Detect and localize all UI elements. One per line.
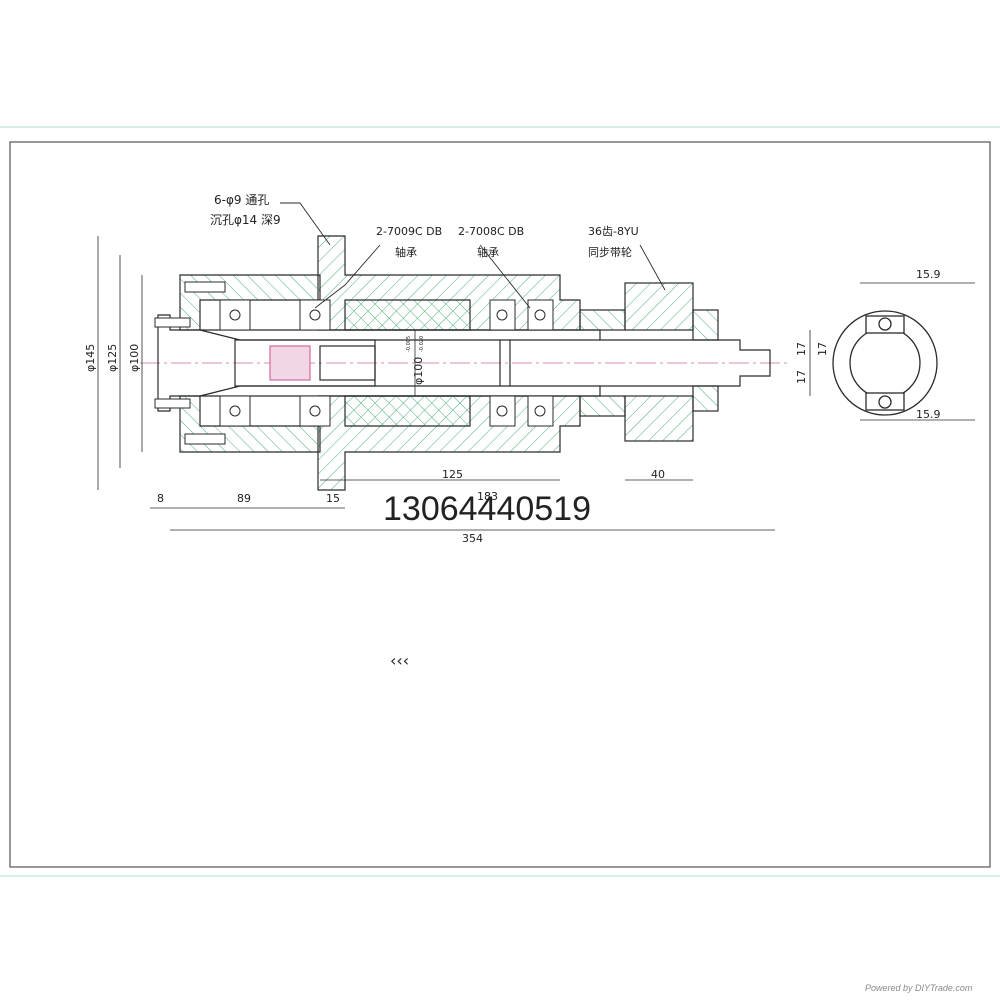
hole-note-line2: 沉孔φ14 深9 — [210, 213, 281, 227]
spindle-shaft — [157, 314, 771, 412]
dim-17-lower: 17 — [795, 370, 808, 384]
bearing2-label-line1: 2-7008C DB — [458, 225, 524, 238]
tol-lower: -0.020 — [419, 336, 425, 352]
pulley — [579, 282, 719, 442]
dim-354: 354 — [462, 532, 483, 545]
hole-note-line1: 6-φ9 通孔 — [214, 193, 269, 207]
dim-89: 89 — [237, 492, 251, 505]
leader-lines — [280, 202, 666, 309]
dim-40: 40 — [651, 468, 665, 481]
end-view — [832, 310, 938, 416]
bearing1-label-line2: 轴承 — [395, 245, 417, 259]
dim-phi125: φ125 — [106, 344, 119, 372]
dim-15: 15 — [326, 492, 340, 505]
dimension-lines — [97, 236, 975, 531]
dim-phi100-bore: φ100 — [412, 357, 425, 385]
watermark-text: Powered by DIYTrade.com — [865, 983, 973, 993]
tol-upper: -0.005 — [406, 336, 412, 352]
pulley-label-line2: 同步带轮 — [588, 245, 632, 259]
dim-phi100: φ100 — [128, 344, 141, 372]
bearings — [219, 299, 554, 427]
front-bolts — [154, 281, 226, 445]
dim-15-9-bottom: 15.9 — [916, 408, 941, 421]
bearing2-label-line2: 轴承 — [477, 245, 499, 259]
chevron-marks: ‹‹‹ — [390, 651, 409, 670]
bearing1-label-line1: 2-7009C DB — [376, 225, 442, 238]
dim-17-left: 17 — [795, 342, 808, 356]
sheet-frame — [0, 126, 1000, 877]
dim-phi145: φ145 — [84, 344, 97, 372]
phone-number-overlay: 13064440519 — [383, 490, 591, 528]
pulley-label-line1: 36齿-8YU — [588, 225, 639, 238]
dim-8: 8 — [157, 492, 164, 505]
dim-17-right: 17 — [816, 342, 829, 356]
dim-183: 183 — [477, 490, 498, 503]
dim-125: 125 — [442, 468, 463, 481]
dim-15-9-top: 15.9 — [916, 268, 941, 281]
